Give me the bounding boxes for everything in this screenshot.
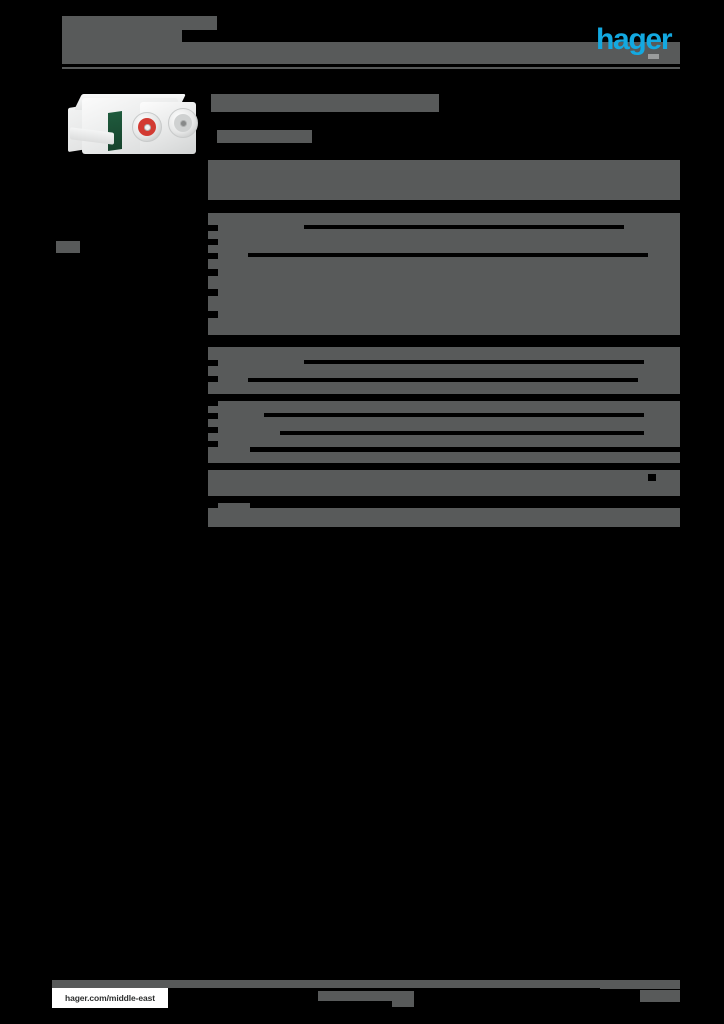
table-text-gap xyxy=(273,156,680,160)
table-text-gap xyxy=(208,207,218,213)
table-text-gap xyxy=(208,413,218,419)
table-text-gap xyxy=(208,427,218,433)
table-group-separator xyxy=(208,496,680,503)
table-text-gap xyxy=(218,342,280,347)
footer-center-subtext xyxy=(392,1000,414,1007)
table-group-separator xyxy=(208,463,680,470)
table-text-gap xyxy=(208,225,218,231)
product-pcb xyxy=(108,111,122,151)
table-row-group xyxy=(208,503,680,527)
table-row-group xyxy=(208,401,680,463)
table-text-gap xyxy=(208,311,218,318)
header-band-wide xyxy=(62,42,680,53)
logo-underline-mark xyxy=(648,54,659,59)
table-text-gap xyxy=(648,474,656,481)
table-text-gap xyxy=(208,156,217,160)
specification-table xyxy=(208,156,680,527)
table-text-gap xyxy=(208,441,218,447)
table-text-gap xyxy=(208,269,218,276)
table-text-gap xyxy=(208,289,218,296)
header-band-sub xyxy=(92,53,680,64)
table-text-gap xyxy=(208,239,218,245)
table-text-gap xyxy=(304,225,624,229)
table-text-gap xyxy=(208,401,218,406)
rca-jack-grey-icon xyxy=(168,108,198,138)
table-text-gap xyxy=(217,156,273,160)
rca-jack-red-hole xyxy=(143,123,151,131)
table-text-gap xyxy=(280,431,644,435)
table-text-gap xyxy=(250,503,680,508)
table-row-group xyxy=(208,156,680,200)
table-group-separator xyxy=(208,200,680,207)
page-subtitle xyxy=(217,130,312,143)
rca-jack-grey-hole xyxy=(179,119,187,127)
table-text-gap xyxy=(248,378,638,382)
table-text-gap xyxy=(208,342,218,347)
table-row-group xyxy=(208,207,680,335)
table-row-group xyxy=(208,470,680,496)
footer-website-link[interactable]: hager.com/middle-east xyxy=(52,988,168,1008)
header-title-line-2 xyxy=(62,30,182,42)
table-text-gap xyxy=(208,376,218,382)
header-title-line-1 xyxy=(62,16,217,30)
footer-right-band xyxy=(600,980,680,989)
product-caption xyxy=(56,241,80,253)
table-group-separator xyxy=(208,394,680,401)
footer-center-text xyxy=(318,991,414,1001)
table-group-separator xyxy=(208,335,680,342)
table-text-gap xyxy=(208,253,218,259)
table-text-gap xyxy=(248,253,648,257)
header-title-line-3 xyxy=(62,53,92,64)
header-divider xyxy=(62,67,680,69)
table-text-gap xyxy=(280,342,680,347)
table-text-gap xyxy=(264,413,644,417)
table-text-gap xyxy=(208,360,218,366)
table-text-gap xyxy=(208,503,218,508)
hager-logo: hager xyxy=(596,23,673,56)
table-text-gap xyxy=(304,360,644,364)
footer-page-number xyxy=(640,990,680,1002)
rca-jack-red-icon xyxy=(132,112,162,142)
product-image xyxy=(56,86,201,166)
table-row-group xyxy=(208,342,680,394)
table-text-gap xyxy=(280,207,680,213)
table-text-gap xyxy=(250,447,680,452)
page-title xyxy=(211,94,439,112)
footer-divider xyxy=(52,980,680,988)
table-text-gap xyxy=(218,207,280,213)
